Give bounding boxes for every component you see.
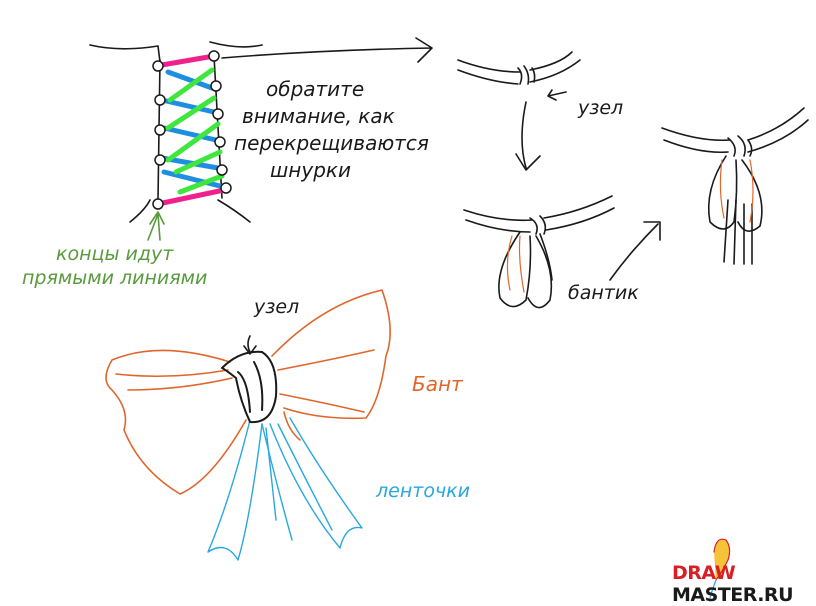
arrow-up-icon: [609, 221, 661, 281]
eyelet-l1: [152, 60, 164, 72]
knot-label-bottom: узел: [254, 296, 300, 318]
ends-note: концы идут прямыми линиями: [22, 242, 207, 290]
logo-bird-icon: [709, 538, 731, 599]
ribbons-label: ленточки: [376, 480, 470, 502]
bow-label: Бант: [412, 372, 463, 396]
step-small-bow: [463, 195, 615, 309]
eyelet-r3: [212, 108, 224, 120]
arrow-to-steps-icon: [221, 37, 433, 63]
ribbon-left: [207, 419, 263, 561]
shoe-edge-right: [209, 41, 263, 48]
eyelet-r2: [210, 80, 222, 92]
site-logo[interactable]: DRAWMASTER.RU: [672, 562, 816, 606]
logo-part-1: DRAW: [672, 562, 736, 584]
eyelet-r4: [214, 136, 226, 148]
eyelet-l4: [154, 154, 166, 166]
ribbon-right: [269, 417, 363, 549]
step-bow-ends: [661, 107, 809, 265]
lace-green-3: [165, 121, 221, 163]
lace-blue-5: [161, 169, 223, 189]
lacing-diagram: [89, 41, 263, 241]
shoe-edge-left: [89, 44, 161, 63]
eyelet-r6: [220, 182, 232, 194]
eyelet-l3: [154, 124, 166, 136]
bow-loop-right: [271, 289, 391, 420]
lace-green-2: [165, 95, 217, 131]
lacing-note: обратите внимание, как перекрещиваются ш…: [234, 76, 429, 184]
big-bow: [105, 289, 391, 561]
lace-pink-top: [153, 53, 217, 69]
eyelet-l2: [154, 94, 166, 106]
bow-loop-left: [105, 349, 247, 495]
logo-part-2: MASTER.RU: [672, 584, 794, 606]
shoe-bottom-right: [217, 199, 251, 223]
eyelet-r5: [216, 164, 228, 176]
note-line-1: обратите: [266, 77, 365, 101]
lace-green-4: [173, 149, 223, 175]
ends-arrow-icon: [147, 211, 165, 241]
lace-green-5: [177, 173, 225, 195]
lace-pink-bottom: [155, 187, 227, 207]
big-knot-pointer-icon: [243, 335, 257, 355]
shoe-bottom-left: [129, 199, 151, 223]
knot-pointer-icon: [547, 89, 567, 101]
small-bow-label: бантик: [568, 282, 639, 304]
eyelet-l5: [152, 198, 164, 210]
ends-line-1: концы идут: [56, 243, 174, 265]
note-line-3: перекрещиваются: [234, 131, 429, 155]
note-line-4: шнурки: [270, 158, 351, 182]
ends-line-2: прямыми линиями: [22, 267, 208, 289]
lace-blue-1: [165, 69, 215, 91]
knot-label-top: узел: [578, 97, 624, 119]
lace-blue-3: [161, 125, 219, 143]
step-knot: [457, 51, 581, 101]
arrow-down-icon: [515, 101, 541, 171]
lace-green-1: [167, 67, 215, 103]
eyelet-r1: [208, 50, 220, 62]
note-line-2: внимание, как: [242, 104, 395, 128]
bow-knot: [221, 350, 278, 424]
